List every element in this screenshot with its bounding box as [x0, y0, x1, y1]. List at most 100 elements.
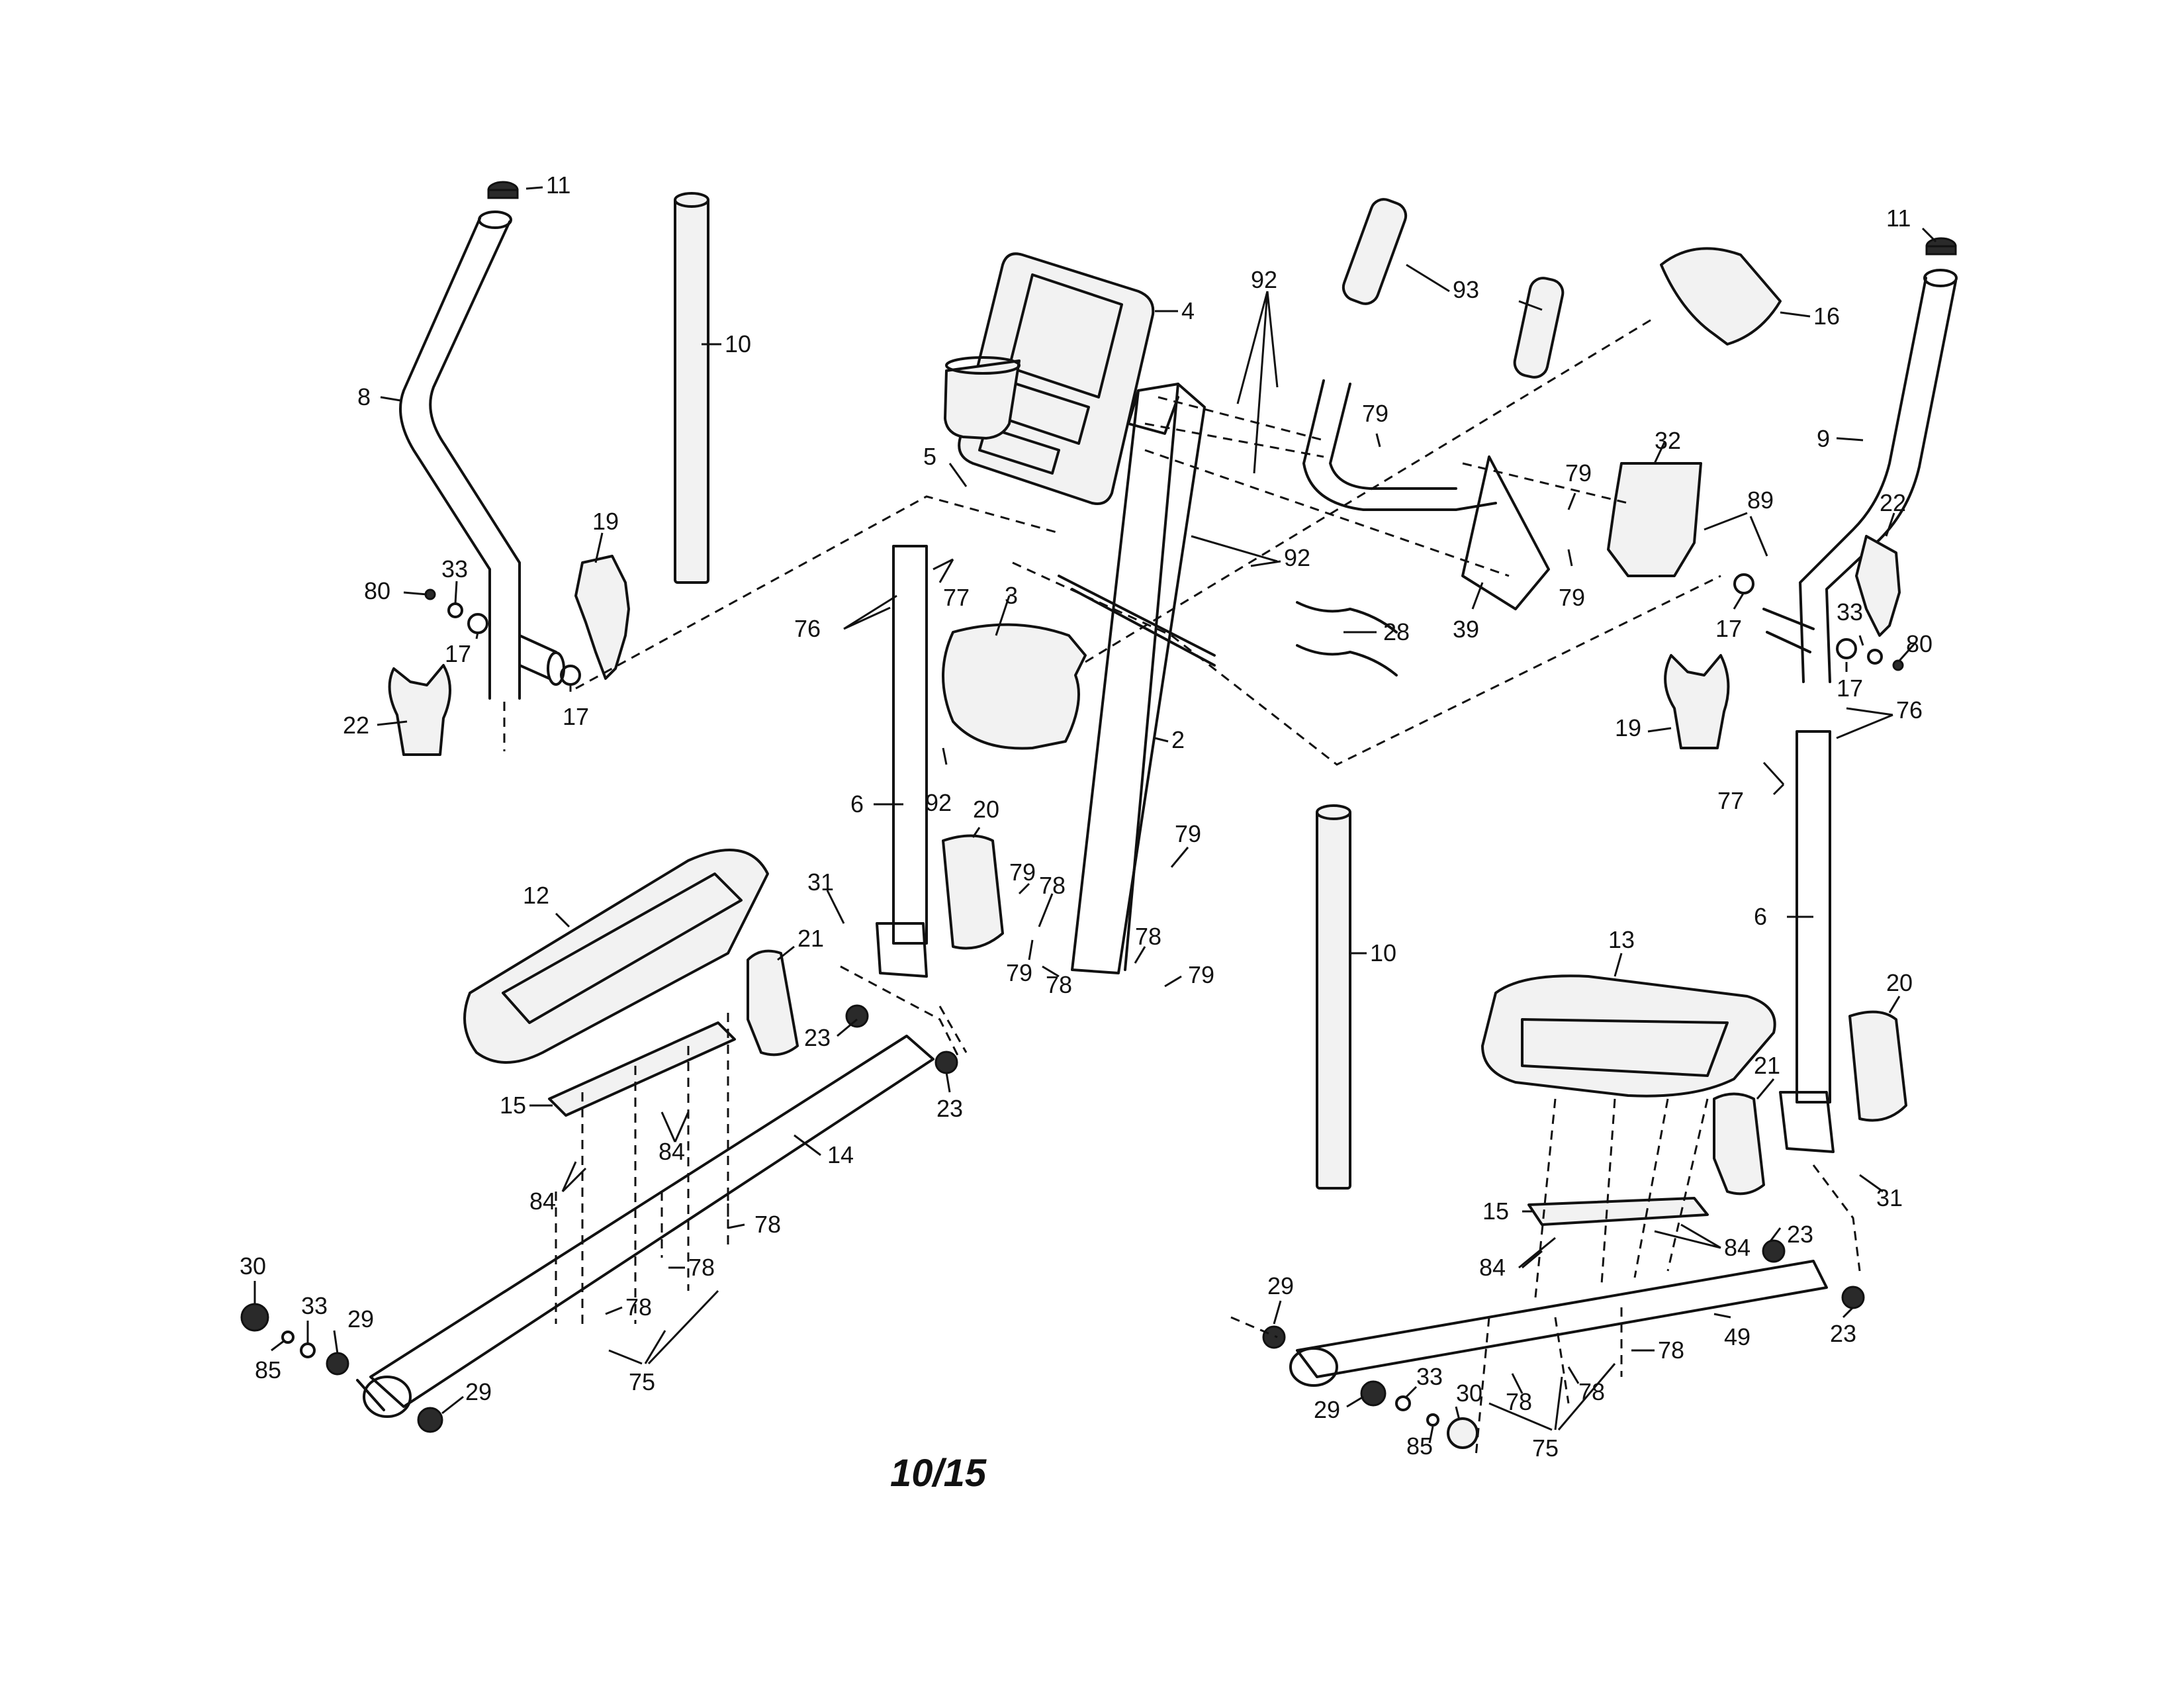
part-6-right-upright-post: [1779, 730, 1835, 1153]
callout-23-c: 23: [1787, 1221, 1813, 1248]
callout-92-b: 92: [1284, 544, 1310, 571]
callout-75-left: 75: [629, 1368, 655, 1395]
callout-11-left: 11: [546, 171, 570, 199]
part-2-main-frame: [1071, 383, 1206, 974]
part-4-console: [958, 252, 1155, 505]
callout-93: 93: [1453, 276, 1479, 303]
callout-79-c: 79: [1559, 584, 1585, 611]
callout-4: 4: [1181, 297, 1195, 324]
callout-92-c: 92: [925, 789, 952, 816]
part-19-left-shroud: [574, 555, 630, 680]
callout-17-left-a: 17: [445, 640, 471, 667]
callout-49: 49: [1724, 1323, 1751, 1350]
callout-15-left: 15: [500, 1092, 526, 1119]
callout-11-right: 11: [1886, 205, 1911, 232]
callout-78-e: 78: [688, 1254, 715, 1281]
part-20-left-shroud: [942, 834, 1004, 950]
callout-79-a: 79: [1362, 400, 1388, 427]
callout-85-left: 85: [255, 1356, 281, 1383]
callout-32: 32: [1655, 427, 1681, 454]
part-22-left-base-shroud: [388, 664, 451, 756]
part-49-right-pedal-arm: [1289, 1260, 1828, 1387]
callout-76-right: 76: [1896, 696, 1923, 724]
callout-33-left: 33: [441, 555, 468, 583]
callout-29-a: 29: [347, 1305, 374, 1333]
callout-31-right: 31: [1876, 1184, 1903, 1211]
callout-9: 9: [1817, 425, 1830, 452]
callout-2: 2: [1171, 726, 1185, 753]
callout-29-b: 29: [465, 1378, 492, 1405]
callout-19-left: 19: [592, 508, 619, 535]
part-39-handlebar: [1302, 379, 1550, 610]
callout-84-d: 84: [1724, 1234, 1751, 1261]
callout-17-right-b: 17: [1837, 675, 1863, 702]
part-11-left-cap: [487, 181, 519, 199]
callout-79-b: 79: [1565, 459, 1592, 487]
callout-30-right: 30: [1456, 1380, 1482, 1407]
part-93-grips: [1342, 198, 1565, 379]
callout-89: 89: [1747, 487, 1774, 514]
callout-15-right: 15: [1482, 1197, 1509, 1225]
part-8-left-upright-arm: [399, 211, 565, 751]
callout-12: 12: [523, 882, 549, 909]
part-10-lower-tube: [1316, 804, 1351, 1190]
callout-10-top: 10: [725, 330, 751, 357]
callout-80-right: 80: [1906, 630, 1933, 657]
part-5-cup: [944, 356, 1021, 440]
callout-78-g: 78: [1658, 1336, 1684, 1364]
hardware-left-arm: [424, 588, 581, 686]
part-28-wires: [1296, 601, 1398, 677]
callout-30-left: 30: [240, 1252, 266, 1280]
leader-lines: [253, 186, 1937, 1444]
callout-79-g: 79: [1188, 961, 1214, 988]
page-number: 10/15: [890, 1452, 987, 1495]
callout-17-left-b: 17: [563, 703, 589, 730]
part-11-right-cap: [1925, 237, 1957, 256]
callout-78-d: 78: [754, 1211, 781, 1238]
part-15-left-plate: [548, 1021, 736, 1117]
callout-84-a: 84: [659, 1138, 685, 1165]
callout-29-c: 29: [1267, 1272, 1294, 1299]
part-10-upper-tube: [674, 192, 709, 584]
callout-78-c: 78: [1135, 923, 1161, 950]
part-14-left-pedal-arm: [356, 1035, 934, 1418]
callout-29-d: 29: [1314, 1396, 1340, 1423]
callout-28: 28: [1383, 618, 1410, 645]
part-16-shroud: [1660, 247, 1782, 346]
callout-78-h: 78: [1506, 1388, 1532, 1415]
callout-20-right: 20: [1886, 969, 1913, 996]
callout-21-left: 21: [797, 925, 824, 952]
callout-84-b: 84: [529, 1188, 556, 1215]
callout-6-right: 6: [1754, 903, 1767, 930]
callout-76-left: 76: [794, 615, 821, 642]
callout-85-right: 85: [1406, 1432, 1433, 1460]
part-21-right-bracket: [1713, 1092, 1765, 1196]
assembly-dashed-lines: [555, 316, 1861, 1457]
callout-23-a: 23: [804, 1024, 831, 1051]
callout-6-left: 6: [850, 790, 864, 818]
callout-78-f: 78: [625, 1293, 652, 1321]
callout-3: 3: [1005, 582, 1018, 609]
part-19-right-shroud: [1664, 654, 1730, 749]
callout-21-right: 21: [1754, 1052, 1780, 1079]
callout-8: 8: [357, 383, 371, 410]
callout-10-bottom: 10: [1370, 939, 1396, 966]
callout-labels: 11 10 8 19 80 33 17 17 22 4 5 3 76 77 6 …: [240, 171, 1933, 1462]
part-21-left-bracket: [747, 949, 799, 1056]
part-15-right-plate: [1527, 1197, 1709, 1226]
callout-5: 5: [923, 443, 936, 470]
part-32-tray: [1607, 462, 1702, 577]
hardware-right-wheels: [1262, 1239, 1865, 1449]
part-9-right-upright-arm: [1762, 269, 1958, 683]
callout-31-left: 31: [807, 868, 834, 896]
callout-13: 13: [1608, 926, 1635, 953]
callout-92-a: 92: [1251, 266, 1277, 293]
callout-33-bl: 33: [301, 1292, 328, 1319]
callout-20-left: 20: [973, 796, 999, 823]
hardware-left-wheels: [240, 1004, 958, 1433]
callout-75-right: 75: [1532, 1434, 1559, 1462]
callout-77-left: 77: [943, 584, 970, 611]
callout-78-b: 78: [1046, 971, 1072, 998]
part-12-left-pedal: [463, 849, 769, 1064]
